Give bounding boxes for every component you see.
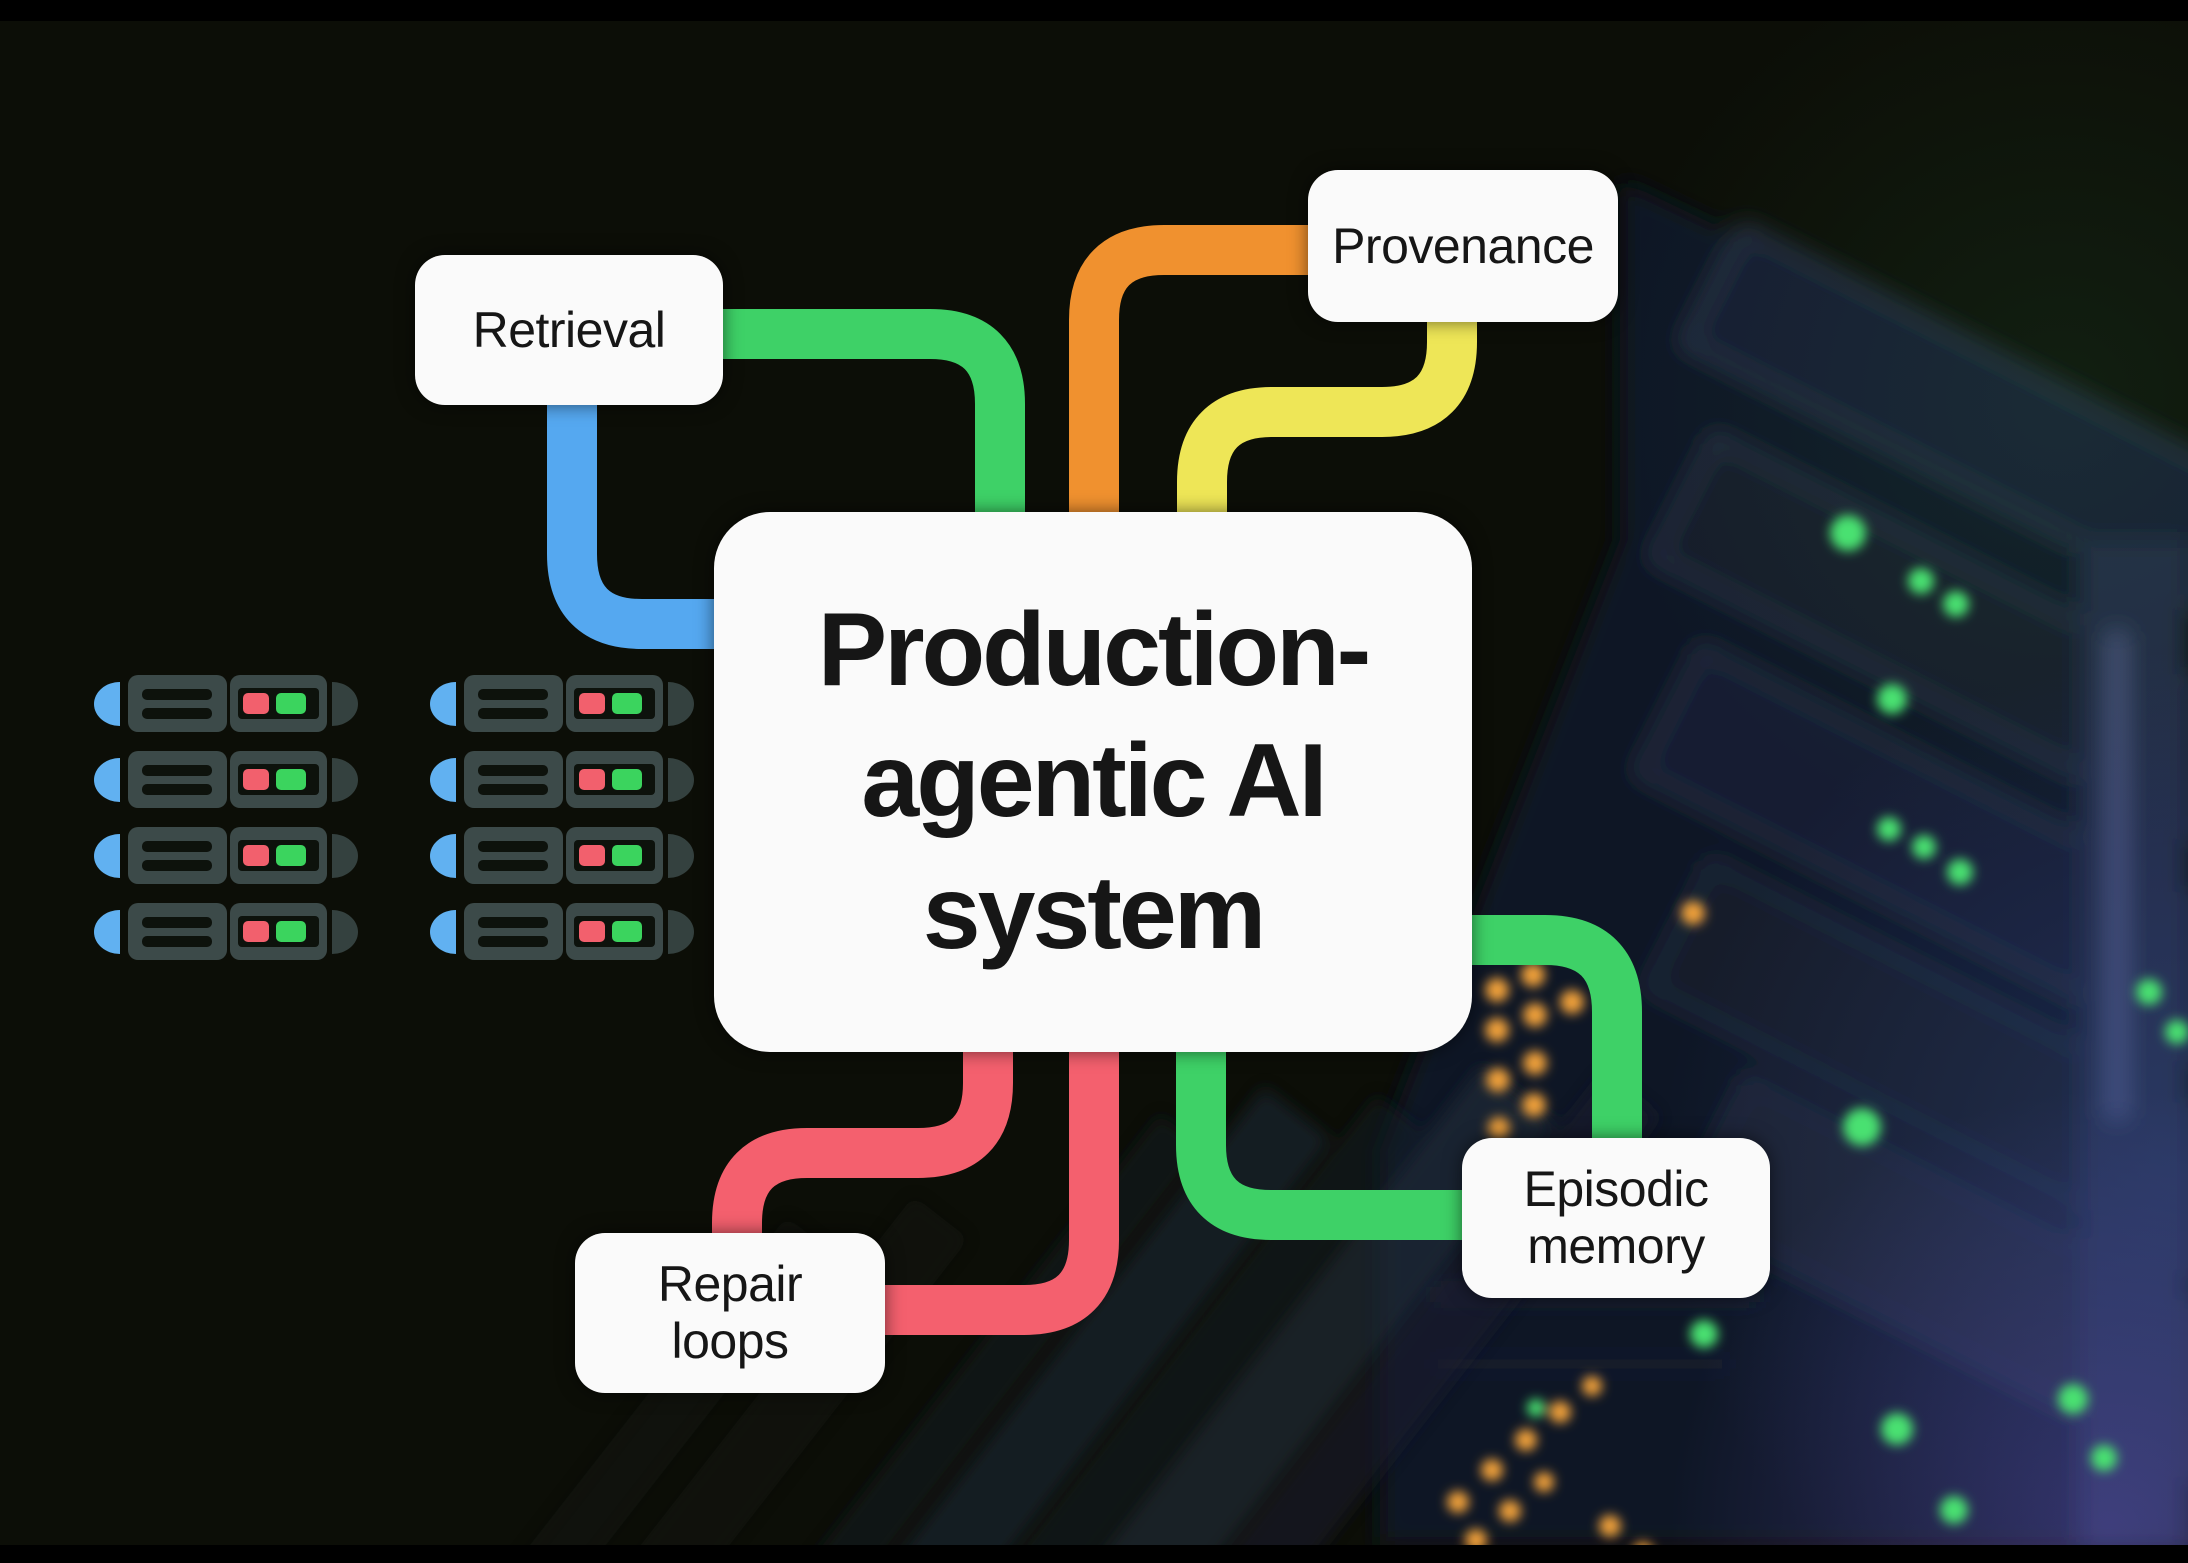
- node-repair-loops: Repair loops: [575, 1233, 885, 1393]
- server-rack-icon: [94, 751, 358, 808]
- connector-retrieval-blue: [547, 400, 716, 649]
- server-rack-icon: [94, 903, 358, 960]
- server-rack-icon: [430, 675, 694, 732]
- node-retrieval: Retrieval: [415, 255, 723, 405]
- node-episodic-memory: Episodic memory: [1462, 1138, 1770, 1298]
- node-label: Episodic: [1523, 1161, 1710, 1217]
- green-haze: [1600, 0, 2188, 860]
- connector-retrieval-green: [718, 309, 1025, 514]
- node-label: loops: [671, 1313, 789, 1369]
- connector-episodic-green-a: [1468, 915, 1642, 1140]
- server-rack-icon: [94, 827, 358, 884]
- server-rack-icon: [430, 827, 694, 884]
- connector-provenance-orange: [1069, 225, 1315, 514]
- connector-provenance-yellow: [1177, 320, 1477, 514]
- connector-repair-red-b: [880, 1050, 1119, 1335]
- page-title-line: agentic AI: [861, 723, 1327, 840]
- server-rack-icon: [94, 675, 358, 732]
- server-rack-icon: [430, 751, 694, 808]
- node-provenance: Provenance: [1308, 170, 1618, 322]
- node-center-title: Production- agentic AI system: [714, 512, 1472, 1052]
- node-label: Provenance: [1332, 217, 1594, 274]
- backdrop-led-dots: [1447, 515, 2188, 1562]
- connector-episodic-green-b: [1176, 1050, 1470, 1240]
- server-rack-icon: [430, 903, 694, 960]
- page-title-line: Production-: [817, 592, 1371, 709]
- node-label: Retrieval: [472, 301, 666, 358]
- node-label: memory: [1527, 1218, 1705, 1274]
- letterbox-bottom: [0, 1545, 2188, 1563]
- page-title-line: system: [922, 854, 1266, 971]
- node-label: Repair: [657, 1256, 803, 1312]
- blue-glow: [1660, 650, 2188, 1563]
- letterbox-top: [0, 0, 2188, 21]
- connector-repair-red-a: [712, 1050, 1013, 1236]
